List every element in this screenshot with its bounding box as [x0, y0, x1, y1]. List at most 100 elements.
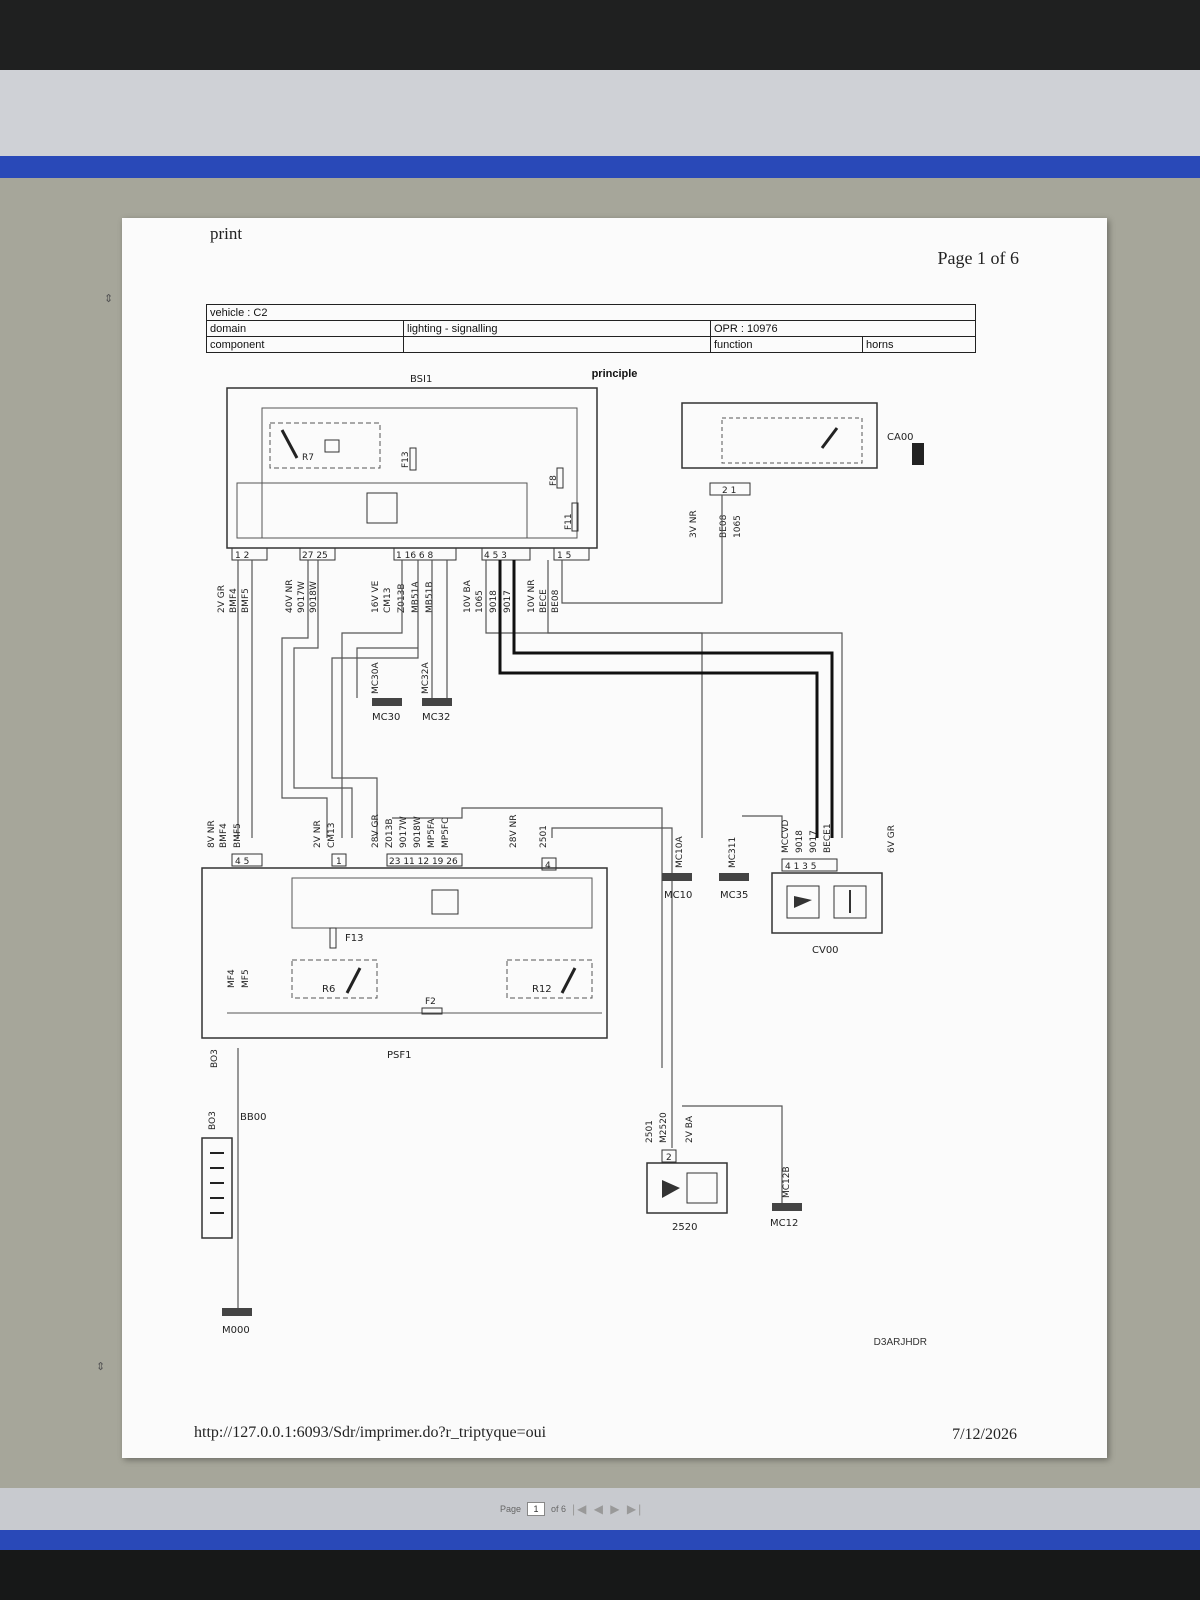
wire-label: MB51B	[425, 581, 435, 613]
viewer-title-bar	[0, 156, 1200, 178]
horn-label: 2520	[672, 1222, 697, 1233]
print-page: print Page 1 of 6 vehicle : C2 domain li…	[122, 218, 1107, 1458]
battery-bb00: BO3 BB00	[201, 1111, 266, 1239]
monitor-bezel-top	[0, 0, 1200, 70]
pin-numbers: 1	[336, 857, 342, 867]
bo3-label: BO3	[210, 1049, 220, 1068]
function-label: function	[710, 336, 863, 353]
connector-label: 10V BA	[463, 579, 473, 613]
mf4-label: MF4	[227, 969, 237, 988]
pin-numbers: 2 1	[722, 486, 736, 496]
mc35-label: MC35	[720, 890, 748, 901]
ground-id: MC311	[728, 837, 738, 868]
ground-id: MC30A	[371, 661, 381, 694]
bsi-label: BSI1	[410, 374, 432, 385]
wire-label: MP5FA	[427, 818, 437, 848]
component-value	[403, 336, 711, 353]
footer-date: 7/12/2026	[952, 1426, 1017, 1443]
connector-label: 2V BA	[685, 1115, 695, 1143]
pin-numbers: 4 5	[235, 857, 249, 867]
connector-label: 6V GR	[887, 825, 897, 853]
connector-label: 40V NR	[285, 580, 295, 613]
connector-label: 3V NR	[689, 510, 699, 538]
mc10-label: MC10	[664, 890, 692, 901]
ca00-switch: CA00 2 1 3V NR BE08 1065	[681, 402, 924, 538]
wire-label: BECE	[539, 589, 549, 613]
wire-label: BECE1	[823, 823, 833, 853]
wire-label: 9018W	[309, 581, 319, 613]
pin-numbers: 2	[666, 1153, 672, 1163]
drawing-code: D3ARJHDR	[873, 1337, 927, 1348]
wire-label: 2501	[539, 825, 549, 848]
cv00-switch: 4 1 3 5 6V GR MCCVD 9018 9017 BECE1 CV00	[771, 820, 897, 956]
connector-label: 10V NR	[527, 580, 537, 613]
print-header: print	[210, 224, 243, 243]
f11-label: F11	[564, 513, 574, 530]
ground-points: MC30A MC32A MC10A MC311 MC12B MC30 MC32 …	[222, 661, 802, 1336]
wire-label: 9018	[795, 830, 805, 853]
pin-numbers: 27 25	[302, 551, 328, 561]
bsi-unit: BSI1 R7 F13 F8 F11	[226, 374, 598, 549]
ground-id: MC32A	[421, 661, 431, 694]
resize-handle-icon[interactable]: ⇕	[104, 293, 114, 305]
wire-label: 9017W	[297, 581, 307, 613]
wire-label: BMF4	[219, 823, 229, 848]
wire-label: 2501	[645, 1120, 655, 1143]
connector-label: 28V NR	[509, 815, 519, 848]
r6-label: R6	[322, 984, 335, 995]
r7-label: R7	[302, 453, 314, 463]
info-table: vehicle : C2 domain lighting - signallin…	[206, 304, 976, 353]
r12-label: R12	[532, 984, 552, 995]
ground-id: MC10A	[675, 835, 685, 868]
wire-label: BMF4	[229, 588, 239, 613]
wiring	[237, 495, 843, 1308]
wire-label: MB51A	[411, 581, 421, 613]
wire-label: MP5FC	[441, 818, 451, 848]
footer-url: http://127.0.0.1:6093/Sdr/imprimer.do?r_…	[194, 1424, 547, 1441]
viewer-toolbar	[0, 70, 1200, 157]
f13-top-label: F13	[401, 451, 411, 468]
page-number-input[interactable]: 1	[527, 1502, 546, 1516]
domain-label: domain	[206, 320, 404, 337]
cv00-label: CV00	[812, 945, 839, 956]
monitor-bezel-bottom	[0, 1550, 1200, 1600]
mf5-label: MF5	[241, 969, 251, 988]
pager-suffix: of 6	[551, 1504, 567, 1514]
connector-label: 28V GR	[371, 814, 381, 848]
page-indicator: Page 1 of 6	[937, 248, 1019, 268]
mc30-label: MC30	[372, 712, 400, 723]
wire-label: CM13	[383, 587, 393, 613]
wire-label: BMF5	[241, 588, 251, 613]
connector-label: 2V NR	[313, 820, 323, 848]
psf1-label: PSF1	[387, 1050, 412, 1061]
pin-numbers: 4	[545, 861, 551, 871]
pin-numbers: 4 1 3 5	[785, 862, 817, 872]
pin-numbers: 1 2	[235, 551, 249, 561]
wire-label: Z013B	[385, 818, 395, 848]
pin-numbers: 1 16 6 8	[396, 551, 433, 561]
psf1-unit: F13 R6 R12 F2 MF4 MF5 PSF1 BO3	[201, 867, 608, 1068]
bo3-label: BO3	[208, 1111, 218, 1130]
wiring-diagram: BSI1 R7 F13 F8 F11 1 2 27 25 1 16 6 8 4 …	[201, 374, 924, 1336]
pin-numbers: 1 5	[557, 551, 571, 561]
wire-label: CM13	[327, 822, 337, 848]
wire-label: BE08	[719, 514, 729, 538]
m000-label: M000	[222, 1325, 250, 1336]
ca00-label: CA00	[887, 432, 914, 443]
wire-label: 1065	[733, 515, 743, 538]
wire-label: BE08	[551, 589, 561, 613]
resize-handle-icon[interactable]: ⇕	[96, 1361, 106, 1373]
principle-label: principle	[591, 368, 638, 380]
wire-label: 1065	[475, 590, 485, 613]
page-nav-arrows-icon[interactable]: |◀ ◀ ▶ ▶|	[572, 1502, 644, 1516]
domain-value: lighting - signalling	[403, 320, 711, 337]
vehicle-cell: vehicle : C2	[206, 304, 976, 321]
f2-label: F2	[425, 997, 436, 1007]
mc32-label: MC32	[422, 712, 450, 723]
wire-label: M2520	[659, 1112, 669, 1143]
pager: Page 1 of 6 |◀ ◀ ▶ ▶|	[500, 1502, 643, 1516]
f13-psf-label: F13	[345, 933, 363, 944]
wire-label: 9017W	[399, 816, 409, 848]
connector-label: 16V VE	[371, 580, 381, 613]
horn-2520: 2 2501 M2520 2V BA 2520	[645, 1112, 728, 1233]
